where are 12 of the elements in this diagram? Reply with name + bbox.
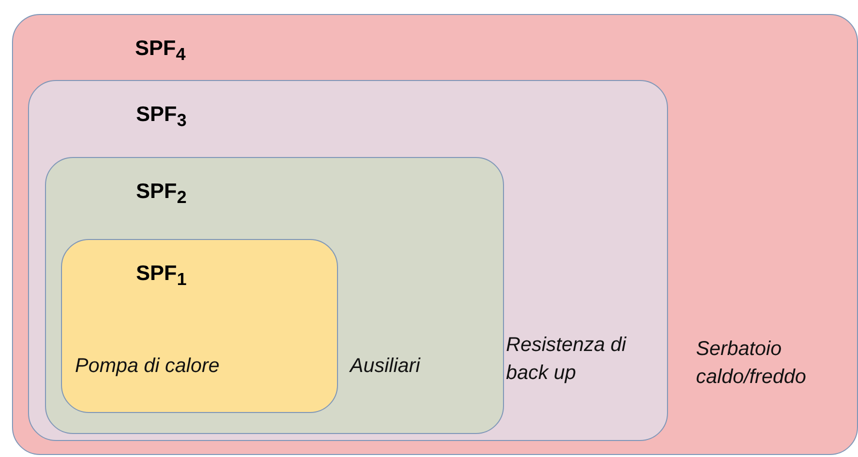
region-label: Resistenza di back up <box>506 333 628 386</box>
region-box <box>61 239 338 413</box>
region-label: Pompa di calore <box>75 354 221 379</box>
region-heading: SPF$_{2}$ <box>136 180 187 208</box>
region-label: Ausiliari <box>350 354 422 379</box>
region-box <box>12 14 858 455</box>
region-label: Serbatoio caldo/freddo <box>696 337 808 390</box>
region-heading: SPF$_{4}$ <box>135 37 186 64</box>
region-heading: SPF$_{3}$ <box>136 103 187 130</box>
region-box <box>45 157 504 434</box>
region-heading: SPF$_{1}$ <box>136 262 187 290</box>
region-box <box>28 80 668 441</box>
